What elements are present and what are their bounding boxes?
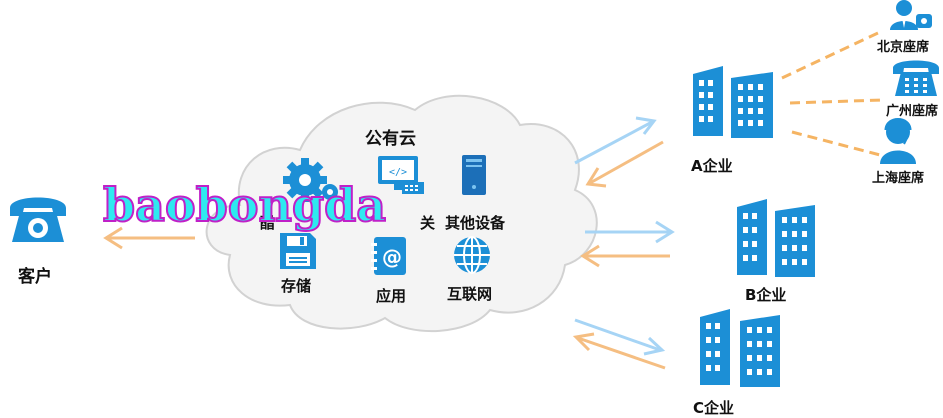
- headset-person-icon-shanghai: [880, 118, 916, 164]
- computer-icon: </>: [378, 156, 424, 194]
- enterprise-a-label: A企业: [691, 157, 733, 175]
- floppy-icon: [280, 233, 316, 269]
- globe-icon: [454, 236, 490, 274]
- phone-icon-guangzhou: [893, 60, 939, 96]
- seat-guangzhou-label: 广州座席: [886, 104, 939, 119]
- app-icon: @: [371, 237, 406, 275]
- app-label: 应用: [376, 287, 407, 305]
- seat-beijing-label: 北京座席: [877, 40, 930, 55]
- enterprise-c-label: C企业: [693, 399, 735, 417]
- watermark-text: baobongda: [102, 177, 387, 233]
- service-partial-right-label: 关: [420, 214, 436, 232]
- svg-text:@: @: [382, 245, 402, 269]
- building-icon-a: [693, 66, 773, 138]
- building-icon-c: [700, 309, 780, 387]
- person-icon-beijing: [890, 0, 932, 30]
- building-icon-b: [737, 199, 815, 277]
- customer-label: 客户: [18, 267, 52, 287]
- enterprise-b-label: B企业: [745, 286, 787, 304]
- seat-links: [781, 30, 884, 157]
- cloud-title: 公有云: [365, 129, 416, 149]
- phone-icon: [10, 197, 66, 242]
- cloud-shape: [205, 94, 598, 333]
- storage-label: 存储: [281, 277, 312, 295]
- customer-arrow: [103, 226, 195, 250]
- gear-icon: [283, 158, 338, 202]
- other-devices-label: 其他设备: [445, 214, 506, 232]
- service-partial-left-label: 醋: [260, 214, 276, 232]
- server-icon: [462, 155, 486, 195]
- internet-label: 互联网: [447, 285, 493, 303]
- arrow-pair-a: [574, 116, 664, 188]
- arrow-pair-c: [572, 318, 666, 370]
- seat-shanghai-label: 上海座席: [872, 171, 925, 186]
- svg-text:</>: </>: [389, 167, 407, 178]
- arrow-pair-b: [580, 220, 675, 268]
